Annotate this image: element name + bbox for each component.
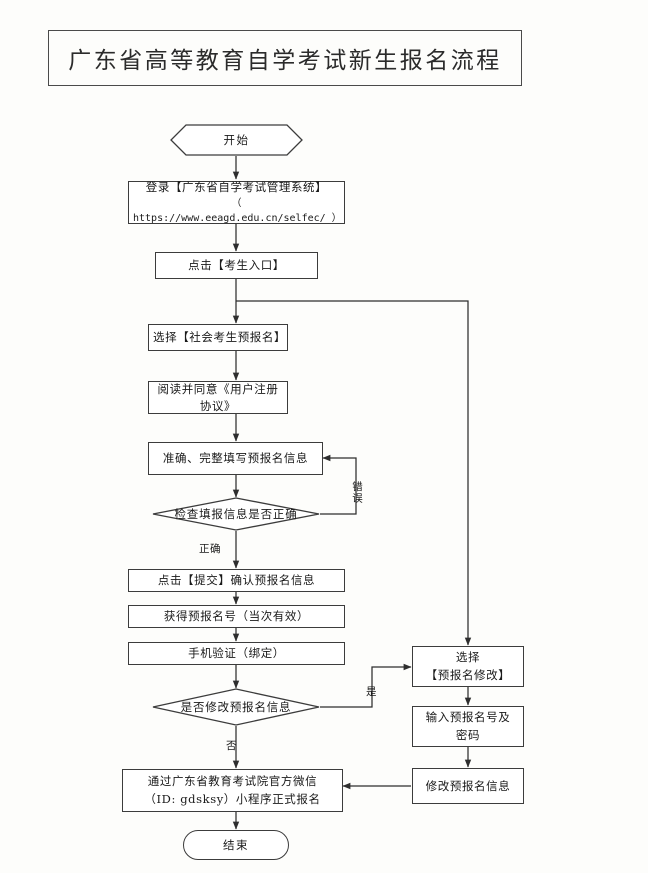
node-choose-modify[interactable]: 选择 【预报名修改】 bbox=[412, 646, 524, 687]
node-choose-pre-registration-label: 选择【社会考生预报名】 bbox=[153, 330, 287, 345]
node-login-url: （ https://www.eeagd.edu.cn/selfec/ ） bbox=[133, 198, 342, 225]
node-input-number-label-2: 密码 bbox=[455, 727, 481, 742]
edge-label-yes: 是 bbox=[366, 686, 377, 698]
edge-label-correct: 正确 bbox=[199, 543, 221, 555]
node-choose-modify-label-1: 选择 bbox=[455, 650, 481, 665]
page-title-box: 广东省高等教育自学考试新生报名流程 bbox=[48, 30, 522, 86]
node-fill-registration-info[interactable]: 准确、完整填写预报名信息 bbox=[148, 442, 323, 475]
node-click-examinee-entry[interactable]: 点击【考生入口】 bbox=[155, 252, 318, 279]
node-login[interactable]: 登录【广东省自学考试管理系统】 （ https://www.eeagd.edu.… bbox=[128, 179, 345, 225]
node-phone-verification-label: 手机验证（绑定） bbox=[188, 646, 285, 661]
node-modify-info-label: 修改预报名信息 bbox=[425, 778, 511, 793]
node-input-number-label-1: 输入预报名号及 bbox=[425, 710, 511, 725]
node-choose-pre-registration[interactable]: 选择【社会考生预报名】 bbox=[148, 324, 288, 351]
node-submit-confirm[interactable]: 点击【提交】确认预报名信息 bbox=[128, 569, 345, 592]
node-click-examinee-entry-label: 点击【考生入口】 bbox=[188, 258, 285, 273]
node-wechat-formal-registration[interactable]: 通过广东省教育考试院官方微信 （ID: gdsksy）小程序正式报名 bbox=[122, 769, 343, 812]
page-title: 广东省高等教育自学考试新生报名流程 bbox=[68, 48, 502, 74]
node-end-label: 结束 bbox=[223, 838, 249, 852]
diamond-shape bbox=[152, 688, 320, 726]
node-read-agreement[interactable]: 阅读并同意《用户注册协议》 bbox=[148, 381, 288, 414]
node-modify-decision[interactable]: 是否修改预报名信息 bbox=[152, 688, 320, 726]
node-start[interactable]: 开始 bbox=[170, 124, 303, 156]
node-check-info-decision[interactable]: 检查填报信息是否正确 bbox=[152, 497, 320, 531]
node-modify-decision-label: 是否修改预报名信息 bbox=[180, 700, 292, 714]
edge-label-error: 错误 bbox=[351, 481, 363, 504]
node-fill-registration-info-label: 准确、完整填写预报名信息 bbox=[162, 451, 309, 466]
node-phone-verification[interactable]: 手机验证（绑定） bbox=[128, 642, 345, 665]
node-check-info-decision-label: 检查填报信息是否正确 bbox=[174, 507, 298, 521]
node-login-label-1: 登录【广东省自学考试管理系统】 bbox=[145, 179, 328, 194]
node-start-label: 开始 bbox=[223, 133, 250, 147]
node-modify-info[interactable]: 修改预报名信息 bbox=[412, 768, 524, 804]
node-wechat-label-2: （ID: gdsksy）小程序正式报名 bbox=[144, 791, 321, 806]
hexagon-shape bbox=[170, 124, 303, 156]
node-end[interactable]: 结束 bbox=[183, 830, 289, 860]
edge-label-no: 否 bbox=[226, 740, 237, 752]
node-read-agreement-label: 阅读并同意《用户注册协议》 bbox=[157, 381, 279, 413]
node-wechat-label-1: 通过广东省教育考试院官方微信 bbox=[147, 774, 318, 789]
node-get-registration-number-label: 获得预报名号（当次有效） bbox=[163, 609, 310, 624]
node-choose-modify-label-2: 【预报名修改】 bbox=[425, 667, 511, 682]
node-submit-confirm-label: 点击【提交】确认预报名信息 bbox=[157, 573, 316, 588]
node-get-registration-number[interactable]: 获得预报名号（当次有效） bbox=[128, 605, 345, 628]
node-input-number-password[interactable]: 输入预报名号及 密码 bbox=[412, 706, 524, 747]
